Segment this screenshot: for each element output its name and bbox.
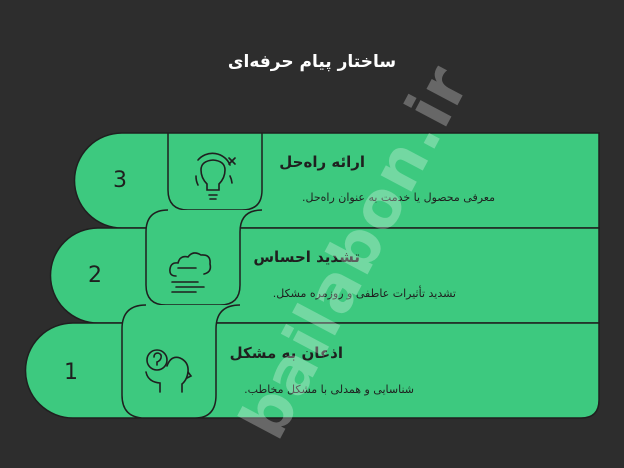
- step-number-2: 2: [88, 263, 102, 288]
- step-number-3: 3: [113, 168, 127, 193]
- step-1-description: شناسایی و همدلی با مشکل مخاطب.: [244, 383, 414, 396]
- question-head-icon: [145, 349, 193, 393]
- step-3-title: ارائه راه‌حل: [279, 153, 365, 171]
- step-2-title: تشدید احساس: [253, 248, 360, 266]
- lightbulb-icon: [195, 152, 236, 200]
- step-3-description: معرفی محصول یا خدمت به عنوان راه‌حل.: [302, 191, 495, 204]
- step-1-title: اذعان به مشکل: [229, 344, 343, 362]
- step-number-1: 1: [64, 360, 78, 385]
- step-row-3: [73, 132, 600, 229]
- step-row-1: [24, 304, 600, 419]
- cloud-wind-icon: [169, 252, 212, 293]
- step-2-description: تشدید تأثیرات عاطفی و روزمره مشکل.: [272, 287, 456, 300]
- diagram-title: ساختار پیام حرفه‌ای: [227, 52, 397, 72]
